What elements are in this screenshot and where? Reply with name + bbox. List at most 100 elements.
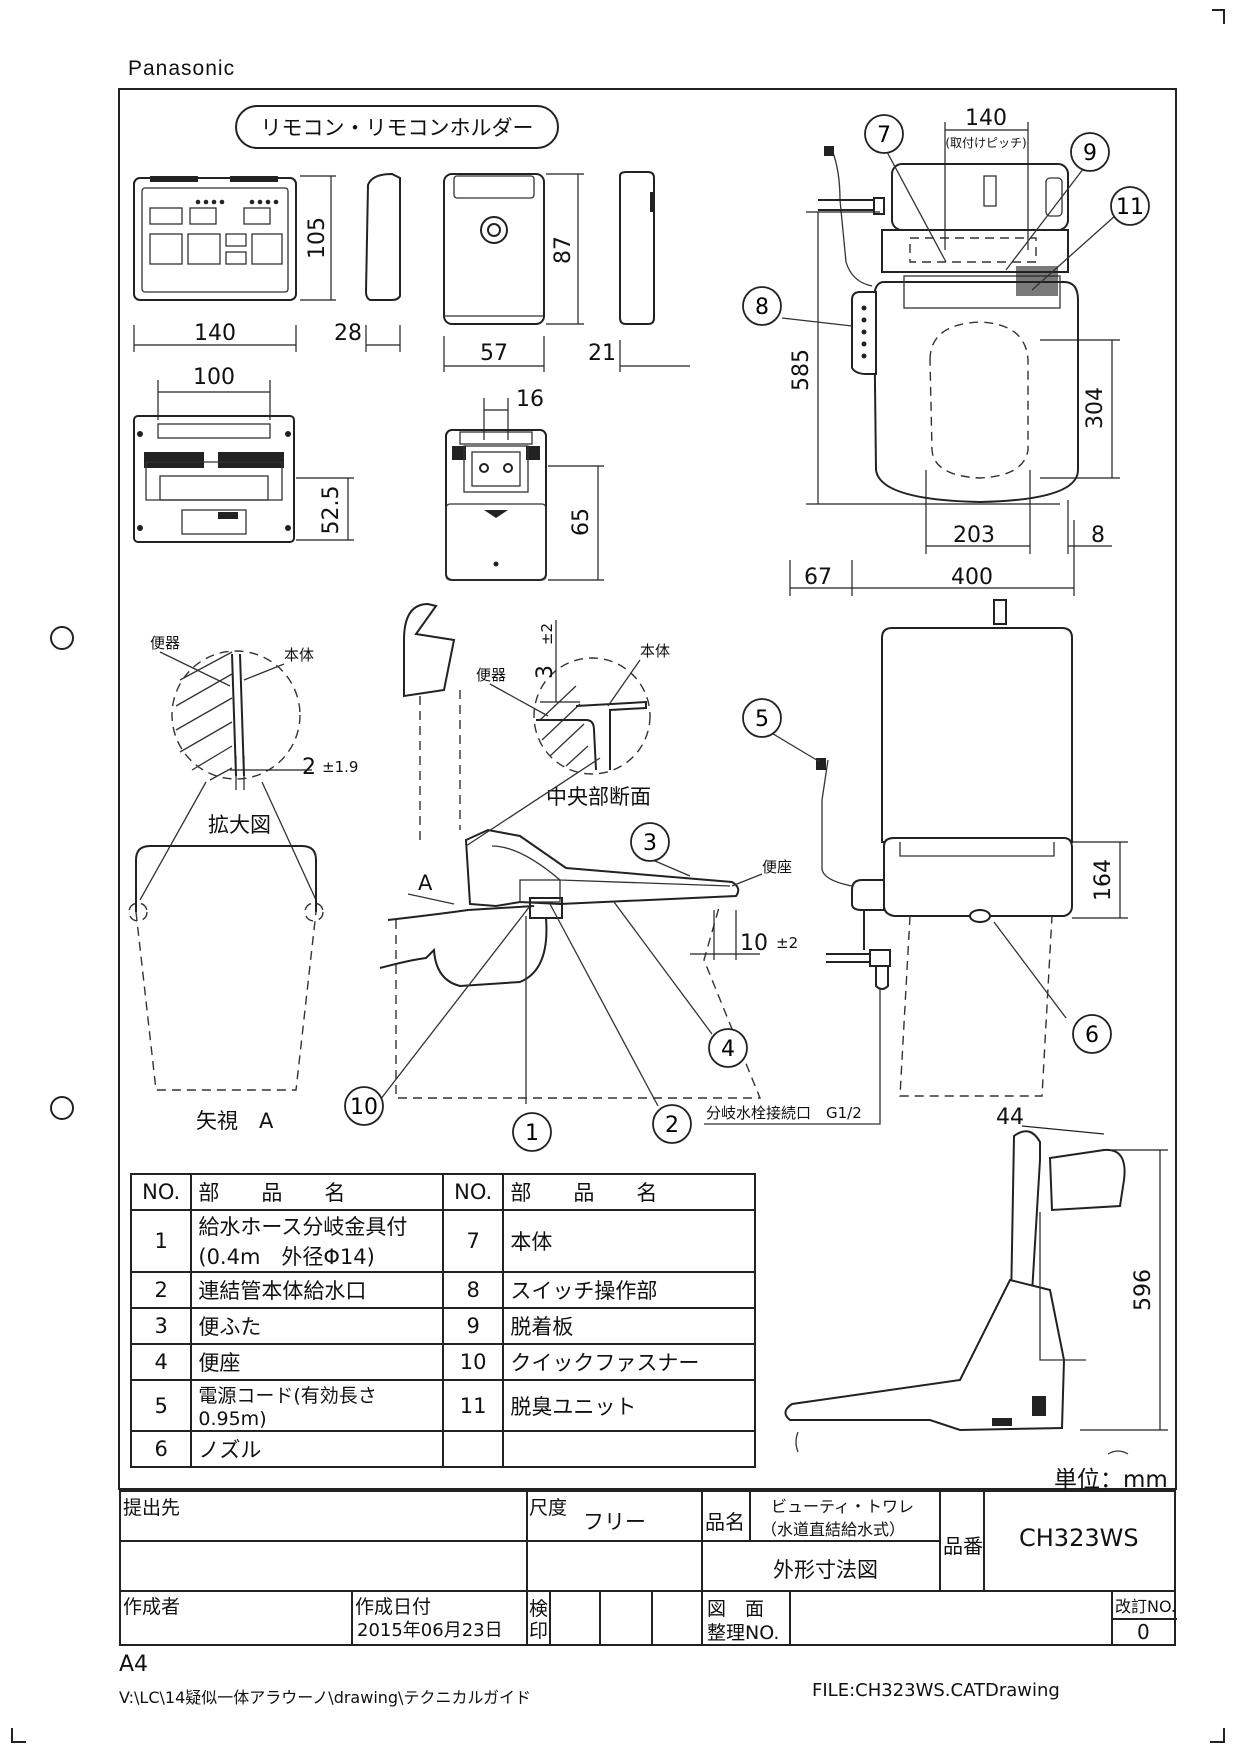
table-row: 2 連結管本体給水口 8 スイッチ操作部 [129, 1271, 756, 1309]
holder-front-view [443, 173, 545, 325]
callout-5: 5 [742, 698, 782, 738]
part-no: 11 [441, 1379, 505, 1432]
brand-label: Panasonic [128, 57, 236, 80]
parts-table-header: NO. 部 品 名 NO. 部 品 名 [129, 1173, 756, 1211]
tb-check-2: 印 [529, 1620, 549, 1642]
center-toki: 便器 [476, 666, 506, 684]
parts-table: NO. 部 品 名 NO. 部 品 名 1 給水ホース分岐金具付(0.4m 外径… [129, 1173, 756, 1468]
drawing-border [118, 88, 1177, 1490]
part-name: 本体 [502, 1209, 756, 1273]
remote-front-view [133, 176, 297, 301]
paper-size: A4 [119, 1652, 149, 1677]
dim-plan-585: 585 [789, 349, 814, 391]
dim-front-164: 164 [1091, 859, 1116, 901]
callout-2: 2 [652, 1104, 692, 1144]
detail-toki: 便器 [150, 634, 180, 652]
tb-fig-2: 整理NO. [707, 1622, 780, 1644]
dim-side2-44: 44 [996, 1105, 1024, 1130]
center-hontai: 本体 [640, 642, 670, 660]
part-name [502, 1430, 756, 1468]
dim-plan-140: 140 [965, 106, 1007, 131]
detail-hontai: 本体 [284, 646, 314, 664]
dim-gap10: 10 [740, 931, 768, 956]
tb-scale-label: 尺度 [529, 1497, 568, 1519]
callout-number: 2 [665, 1113, 679, 1138]
callout-11: 11 [1110, 186, 1150, 226]
part-no: 9 [441, 1307, 505, 1345]
center-section-label: 中央部断面 [546, 785, 651, 809]
tb-creator-label: 作成者 [123, 1596, 181, 1618]
tb-part-no-label: 品番 [943, 1534, 983, 1558]
callout-number: 9 [1083, 141, 1097, 166]
tb-drawing-title: 外形寸法図 [773, 1558, 878, 1582]
part-name-line: (0.4m 外径Φ14) [198, 1245, 375, 1269]
part-no [441, 1430, 505, 1468]
file-path: V:\LC\14疑似一体アラウーノ\drawing\テクニカルガイド [119, 1688, 531, 1707]
dim-plan-8: 8 [1091, 523, 1105, 548]
callout-number: 10 [350, 1095, 378, 1120]
dim-remote-depth: 28 [334, 321, 362, 346]
callout-number: 8 [755, 295, 769, 320]
callout-number: 5 [755, 707, 769, 732]
callout-number: 7 [877, 123, 891, 148]
tb-date: 2015年06月23日 [357, 1620, 503, 1641]
callout-7: 7 [864, 114, 904, 154]
corner-mark [1210, 1728, 1225, 1743]
part-name: 便ふた [190, 1307, 444, 1345]
callout-number: 11 [1116, 195, 1144, 220]
part-no: 3 [129, 1307, 193, 1345]
tb-product-line2: （水道直結給水式） [761, 1520, 906, 1539]
side-view-2 [784, 1130, 1126, 1432]
tb-part-no: CH323WS [1019, 1524, 1139, 1552]
remote-title: リモコン・リモコンホルダー [261, 116, 534, 140]
part-name: ノズル [190, 1430, 444, 1468]
callout-8: 8 [742, 286, 782, 326]
corner-mark [11, 1728, 26, 1743]
view-a-label: 矢視 A [196, 1109, 274, 1133]
dim-plan-pitch: (取付けピッチ) [945, 136, 1026, 150]
center-h3: 3 [533, 665, 558, 679]
dim-holder-back-height: 65 [569, 508, 594, 536]
tb-scale: フリー [583, 1510, 646, 1534]
detail-gap: 2 [302, 755, 316, 780]
callout-3: 3 [630, 822, 670, 862]
dim-holder-height: 87 [551, 236, 576, 264]
col-no-1: NO. [129, 1173, 193, 1211]
detail-enlarged-label: 拡大図 [208, 813, 271, 837]
part-no: 2 [129, 1271, 193, 1309]
front-connection-label: 分岐水栓接続口 G1/2 [706, 1104, 862, 1122]
dim-holder-width: 57 [480, 341, 508, 366]
dim-side2-596: 596 [1131, 1269, 1156, 1311]
dim-remote-back-width: 100 [193, 365, 235, 390]
table-row: 4 便座 10 クイックファスナー [129, 1343, 756, 1381]
enlarged-detail [171, 650, 312, 790]
dim-remote-width: 140 [194, 321, 236, 346]
tb-product-line1: ビューティ・トワレ [771, 1497, 915, 1516]
callout-9: 9 [1070, 132, 1110, 172]
callout-4: 4 [708, 1028, 748, 1068]
callout-number: 6 [1085, 1023, 1099, 1048]
part-name: クイックファスナー [502, 1343, 756, 1381]
view-a [128, 845, 324, 1091]
front-view [816, 599, 1073, 1097]
part-name: 連結管本体給水口 [190, 1271, 444, 1309]
part-name: 脱着板 [502, 1307, 756, 1345]
center-h3-tol: ±2 [538, 623, 556, 645]
dim-holder-back-width: 16 [516, 387, 544, 412]
holder-side-view [619, 171, 655, 325]
remote-back-view [133, 415, 295, 543]
col-no-2: NO. [441, 1173, 505, 1211]
side-benza-label: 便座 [762, 858, 792, 876]
callout-6: 6 [1072, 1014, 1112, 1054]
tb-fig-1: 図 面 [707, 1598, 765, 1620]
table-row: 5 電源コード(有効長さ0.95m) 11 脱臭ユニット [129, 1379, 756, 1432]
center-section-detail [533, 657, 651, 775]
tb-submit-to: 提出先 [123, 1497, 181, 1519]
table-row: 6 ノズル [129, 1430, 756, 1468]
detail-gap-tol: ±1.9 [322, 758, 358, 776]
part-no: 7 [441, 1209, 505, 1273]
col-name-1: 部 品 名 [190, 1173, 444, 1211]
part-name: 給水ホース分岐金具付(0.4m 外径Φ14) [190, 1209, 444, 1273]
part-no: 8 [441, 1271, 505, 1309]
